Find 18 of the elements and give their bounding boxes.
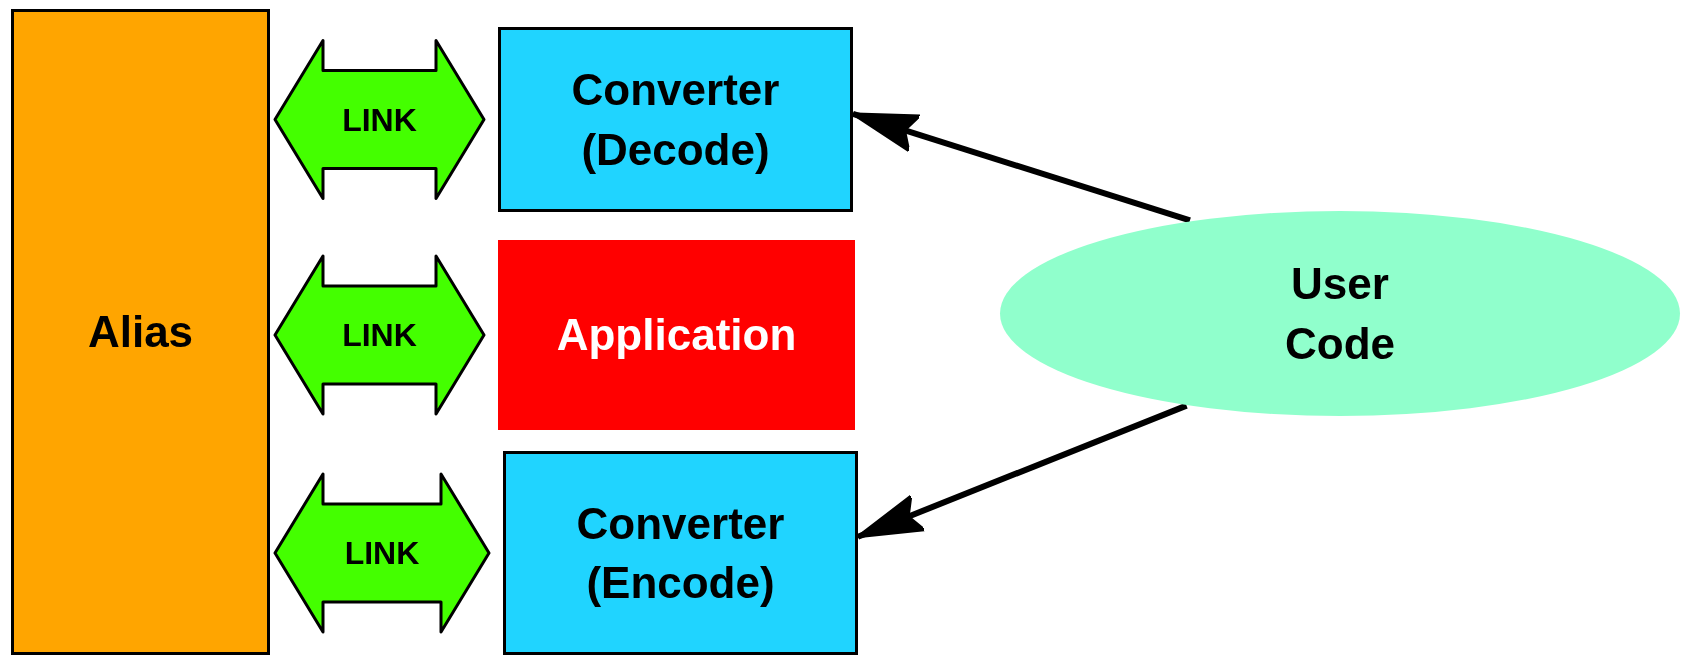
edge-label: LINK bbox=[342, 316, 417, 354]
edge-label: LINK bbox=[342, 101, 417, 138]
node-label: Alias bbox=[87, 306, 194, 359]
arrow bbox=[856, 402, 1188, 540]
node-label: User Code bbox=[1284, 258, 1396, 370]
arrow bbox=[851, 111, 1191, 224]
user-code-ellipse bbox=[999, 210, 1681, 417]
double-block-arrow bbox=[273, 254, 486, 416]
node-label: Converter (Encode) bbox=[575, 497, 786, 609]
double-block-arrow bbox=[273, 472, 491, 634]
converter-box bbox=[498, 27, 853, 212]
application-box bbox=[498, 240, 855, 430]
node-label: Application bbox=[556, 309, 797, 362]
edge-label: LINK bbox=[344, 534, 420, 572]
double-block-arrow bbox=[273, 39, 486, 200]
alias-box bbox=[11, 9, 270, 655]
converter-box bbox=[503, 451, 858, 655]
node-label: Converter (Decode) bbox=[570, 64, 781, 176]
